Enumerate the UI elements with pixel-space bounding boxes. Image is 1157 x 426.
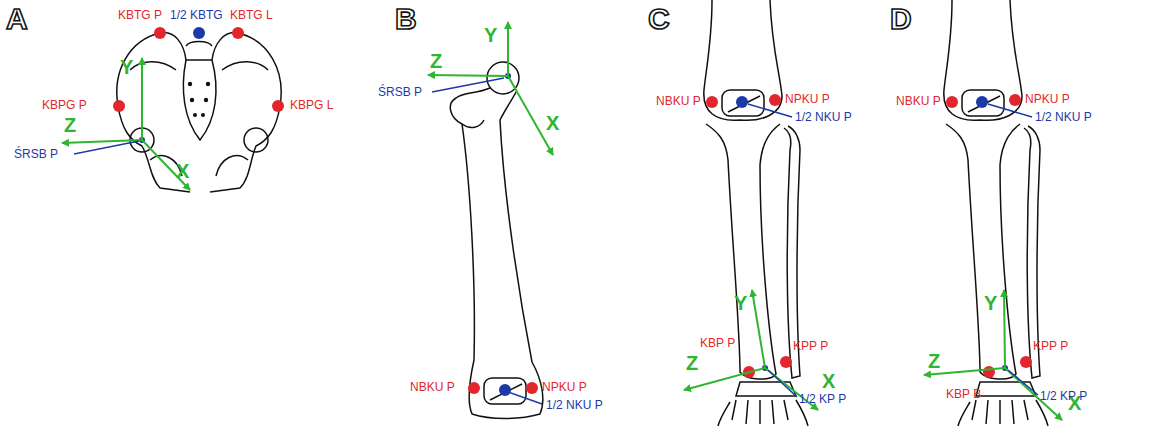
midpoint-label: 1/2 NKU P <box>795 111 852 124</box>
panel-letter: B <box>395 2 417 35</box>
axis-label: X <box>822 370 835 392</box>
landmark-label: KBPG P <box>42 99 87 112</box>
midpoint-label: 1/2 NKU P <box>1035 111 1092 124</box>
midpoint-label: ŚRSB P <box>378 86 422 99</box>
axis-label: X <box>546 112 559 134</box>
landmark-label: KBP P <box>700 337 735 350</box>
axis-label: Z <box>928 350 940 372</box>
midpoint-label: 1/2 KP P <box>799 393 846 406</box>
axis-label: Z <box>64 114 76 136</box>
landmark-label: KBPG L <box>290 99 333 112</box>
landmark-label: NBKU P <box>656 95 701 108</box>
landmark-label: KPP P <box>1033 340 1068 353</box>
landmark-label: KBP B <box>946 388 981 401</box>
panel-letter: D <box>890 2 912 35</box>
landmark-label: NBKU P <box>410 381 455 394</box>
panel-letter: C <box>648 2 670 35</box>
axis-label: Z <box>686 352 698 374</box>
landmark-label: NPKU P <box>542 381 587 394</box>
midpoint-label: 1/2 NKU P <box>546 399 603 412</box>
landmark-label: NPKU P <box>785 93 830 106</box>
midpoint-label: 1/2 KP P <box>1040 390 1087 403</box>
axis-label: X <box>176 160 189 182</box>
axis-label: Z <box>430 50 442 72</box>
midpoint-label: ŚRSB P <box>14 148 58 161</box>
landmark-label: NBKU P <box>896 95 941 108</box>
panel-letter: A <box>6 2 28 35</box>
landmark-label: NPKU P <box>1025 93 1070 106</box>
axis-label: Y <box>734 292 747 314</box>
midpoint-label: 1/2 KBTG <box>170 9 223 22</box>
landmark-label: KBTG L <box>230 9 273 22</box>
landmark-label: KPP P <box>793 340 828 353</box>
axis-label: Y <box>984 292 997 314</box>
axis-label: Y <box>120 56 133 78</box>
axis-label: Y <box>484 24 497 46</box>
landmark-label: KBTG P <box>118 9 162 22</box>
